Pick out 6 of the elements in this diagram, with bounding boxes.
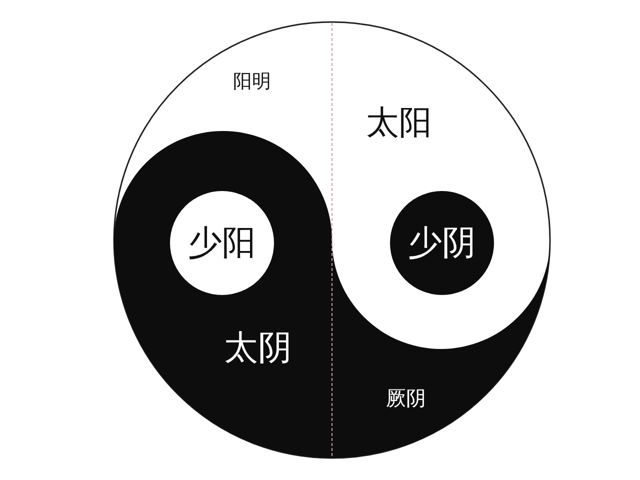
node-label: 少阴 — [408, 226, 476, 260]
node-label: 少阳 — [188, 226, 256, 260]
region-label: 太阴 — [224, 331, 292, 365]
region-label: 厥阴 — [386, 388, 426, 408]
region-label: 阳明 — [233, 72, 271, 92]
region-label: 太阳 — [366, 106, 432, 138]
